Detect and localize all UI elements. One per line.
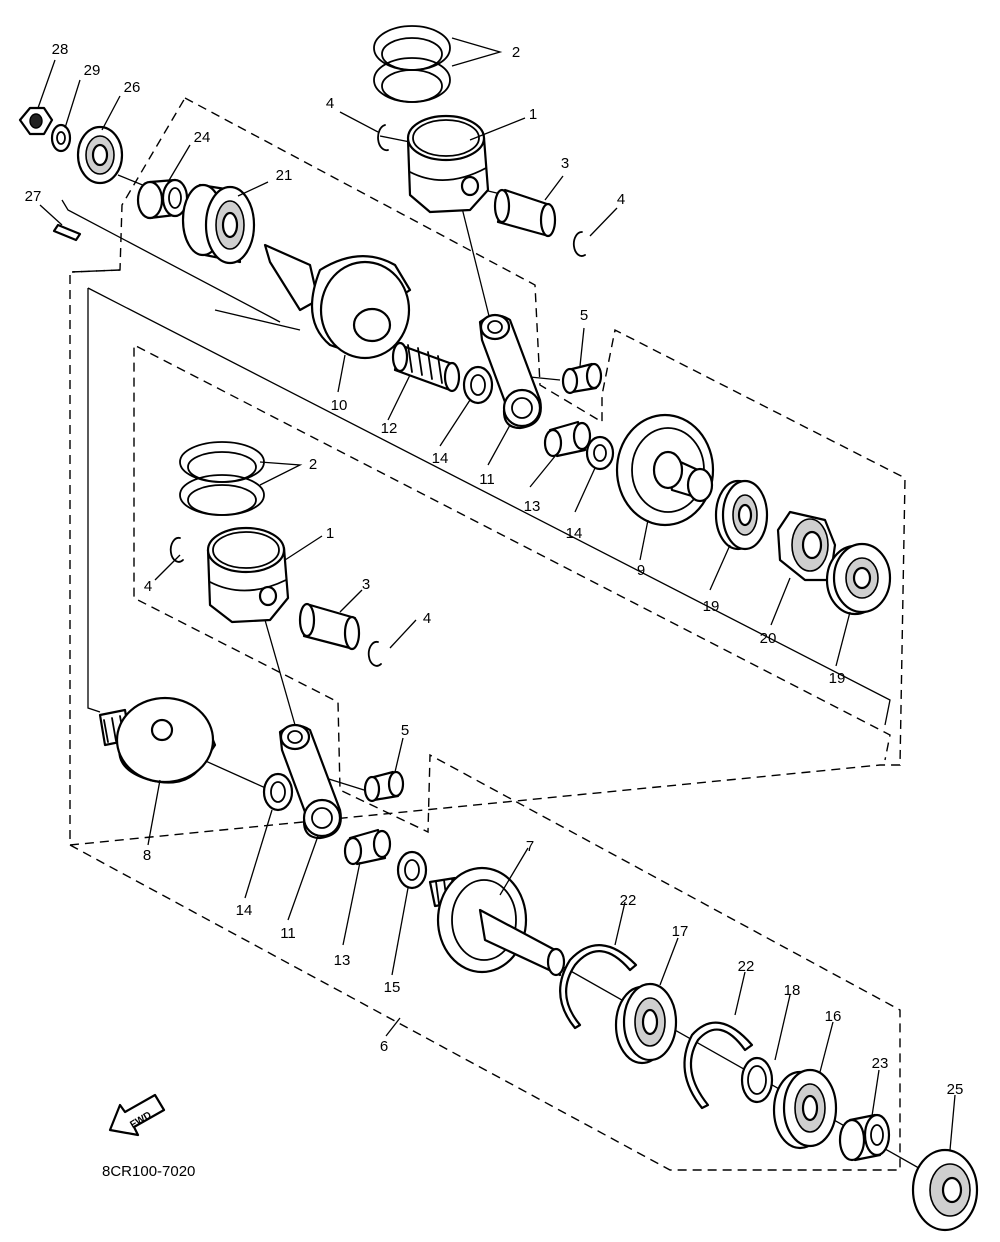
label-11: 11	[280, 925, 296, 942]
collar-part-23	[838, 1113, 891, 1162]
label-8: 8	[143, 847, 151, 864]
crank-web-part-7	[428, 866, 566, 977]
label-26: 26	[124, 79, 141, 96]
label-15: 15	[384, 979, 401, 996]
oil-seal-part-26	[76, 125, 124, 185]
label-10: 10	[331, 397, 348, 414]
circlip-part-4	[169, 536, 184, 563]
piston-pin-part-3	[493, 188, 557, 238]
label-4: 4	[326, 95, 334, 112]
shaft-axis-line	[214, 309, 301, 331]
label-6: 6	[380, 1038, 388, 1055]
bearing-part-16	[772, 1068, 838, 1150]
label-21: 21	[276, 167, 293, 184]
upper-cylinder-dashed-link	[71, 269, 121, 273]
connecting-rod-part-11	[478, 313, 542, 430]
bearing-part-19	[714, 479, 769, 551]
washer-part-29	[50, 123, 72, 153]
washer-part-18	[740, 1056, 774, 1104]
label-2: 2	[512, 44, 520, 61]
lower-assembly-dashed-outline	[69, 343, 901, 1171]
piston-rings-part-2	[179, 441, 265, 516]
label-22: 22	[620, 892, 637, 909]
label-7: 7	[526, 838, 534, 855]
label-17: 17	[672, 923, 689, 940]
label-29: 29	[84, 62, 101, 79]
label-14: 14	[236, 902, 253, 919]
washer-part-15	[396, 850, 428, 890]
washer-part-14	[462, 365, 494, 405]
label-18: 18	[784, 982, 801, 999]
label-4: 4	[423, 610, 431, 627]
piston-pin-part-3	[298, 602, 361, 651]
label-9: 9	[637, 562, 645, 579]
leader-lines	[37, 37, 956, 1151]
label-3: 3	[362, 576, 370, 593]
shaft-axis-line	[87, 288, 101, 713]
label-13: 13	[524, 498, 541, 515]
circlip-part-4	[572, 231, 586, 257]
label-4: 4	[617, 191, 625, 208]
circlip-part-4	[377, 124, 389, 152]
label-5: 5	[401, 722, 409, 739]
label-16: 16	[825, 1008, 842, 1025]
circlip-part-22	[559, 944, 638, 1030]
shaft-axis-line	[264, 619, 296, 726]
oil-seal-part-25	[911, 1148, 979, 1232]
label-12: 12	[381, 420, 398, 437]
circlip-part-4	[367, 640, 382, 667]
drawing-code: 8CR100-7020	[102, 1163, 195, 1180]
shaft-axis-line	[61, 199, 281, 323]
labyrinth-seal-part-20	[776, 510, 837, 582]
key-part-27	[52, 223, 82, 242]
label-14: 14	[566, 525, 583, 542]
bearing-part-21	[181, 183, 256, 265]
label-1: 1	[326, 525, 334, 542]
washer-part-14	[585, 435, 615, 471]
shaft-axis-line	[87, 287, 891, 726]
part-labels: 28 29 26 27 24 21 2 4 1 3 4 5 10 12 14 1…	[25, 41, 964, 1098]
label-27: 27	[25, 188, 42, 205]
label-23: 23	[872, 1055, 889, 1072]
needle-bearing-part-13	[343, 828, 392, 866]
label-4: 4	[144, 578, 152, 595]
needle-bearing-part-13	[543, 420, 592, 458]
piston-part-1	[206, 526, 290, 624]
fwd-arrow-icon: FWD	[108, 1093, 166, 1137]
washer-part-14	[262, 772, 294, 812]
label-22: 22	[738, 958, 755, 975]
bearing-part-19	[825, 542, 892, 616]
crank-web-part-9	[615, 413, 715, 527]
label-5: 5	[580, 307, 588, 324]
connecting-rod-part-11	[278, 723, 342, 840]
label-14: 14	[432, 450, 449, 467]
crank-web-part-8	[98, 696, 217, 784]
crank-pin-part-12	[391, 341, 461, 393]
label-25: 25	[947, 1081, 964, 1098]
label-2: 2	[309, 456, 317, 473]
label-19: 19	[703, 598, 720, 615]
collar-part-24	[136, 178, 189, 220]
piston-part-1	[406, 114, 490, 214]
label-24: 24	[194, 129, 211, 146]
label-3: 3	[561, 155, 569, 172]
circlip-part-22	[683, 1021, 754, 1110]
piston-rings-part-2	[373, 25, 451, 103]
label-1: 1	[529, 106, 537, 123]
label-19: 19	[829, 670, 846, 687]
crank-web-part-10	[263, 243, 412, 360]
needle-bearing-part-5	[561, 362, 603, 395]
label-28: 28	[52, 41, 69, 58]
shaft-axis-line	[379, 135, 411, 143]
label-11: 11	[479, 471, 495, 488]
label-20: 20	[760, 630, 777, 647]
needle-bearing-part-5	[363, 770, 405, 803]
label-13: 13	[334, 952, 351, 969]
nut-part-28	[18, 106, 54, 136]
bearing-part-17	[614, 982, 678, 1065]
